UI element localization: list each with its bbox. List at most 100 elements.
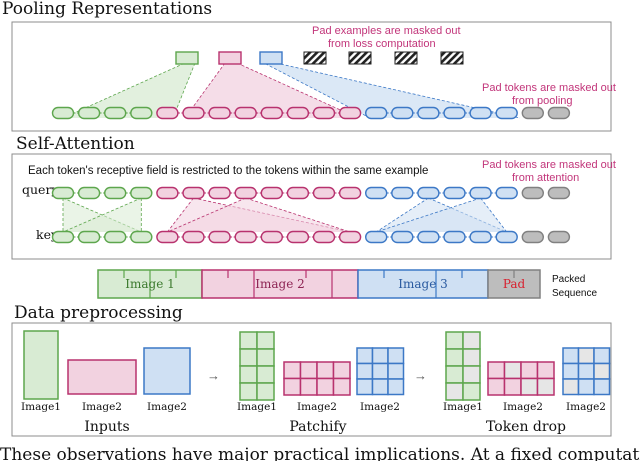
patch-cell — [299, 361, 318, 380]
label-tokendrop-image1: Image1 — [443, 401, 483, 413]
pool-token — [469, 106, 492, 120]
pool-token — [51, 106, 75, 120]
label-patchify-image2: Image2 — [297, 401, 337, 413]
key-token — [51, 230, 75, 244]
patch-cell — [487, 377, 506, 396]
patch-cell — [299, 377, 318, 396]
patch-cell — [256, 348, 275, 367]
note-pad-tokens-attention-line1: Pad tokens are masked out — [482, 159, 616, 171]
query-token — [77, 186, 101, 200]
packed-legend-line1: Packed — [552, 274, 585, 285]
patch-cell — [593, 378, 611, 396]
pool-token — [77, 106, 101, 120]
patch-cell — [536, 361, 555, 380]
pool-token — [521, 106, 544, 120]
pool-token — [417, 106, 440, 120]
pool-token — [130, 106, 153, 120]
label-inputs-image3: Image2 — [147, 401, 187, 413]
patch-cell — [445, 331, 464, 350]
patch-cell — [520, 377, 539, 396]
query-token — [469, 186, 492, 200]
patch-cell — [445, 348, 464, 367]
query-token — [286, 186, 310, 200]
patch-cell — [577, 347, 595, 365]
packed-label-image3: Image 3 — [398, 277, 448, 291]
patch-cell — [593, 362, 611, 380]
key-token-row — [51, 230, 571, 244]
note-pad-examples-line1: Pad examples are masked out — [312, 25, 461, 37]
pool-token — [547, 106, 571, 120]
arrow-2: → — [414, 368, 427, 383]
key-token — [417, 230, 440, 244]
patch-cell — [356, 378, 374, 396]
preprocessing-title: Data preprocessing — [14, 303, 183, 323]
pool-token — [443, 106, 466, 120]
patch-grids — [239, 331, 611, 401]
patch-cell — [445, 382, 464, 401]
packed-label-pad: Pad — [503, 277, 526, 291]
patch-cell — [371, 378, 389, 396]
pooled-token-image1 — [175, 51, 199, 65]
key-token — [443, 230, 466, 244]
label-tokendrop-image3: Image2 — [566, 401, 606, 413]
patch-cell — [462, 348, 481, 367]
input-image3 — [143, 347, 191, 395]
query-token — [51, 186, 75, 200]
query-token — [547, 186, 571, 200]
patch-cell — [356, 347, 374, 365]
packed-segment-image3 — [357, 269, 489, 299]
query-token — [208, 186, 231, 200]
key-token — [260, 230, 283, 244]
pool-token — [495, 106, 518, 120]
patch-cell — [445, 365, 464, 384]
query-token — [495, 186, 518, 200]
arrow-1: → — [207, 368, 220, 383]
label-inputs-image2: Image2 — [82, 401, 122, 413]
note-pad-tokens-attention-line2: from attention — [512, 172, 579, 184]
pool-token — [103, 106, 127, 120]
label-tokendrop-image2: Image2 — [503, 401, 543, 413]
key-token — [365, 230, 388, 244]
pooling-title: Pooling Representations — [2, 0, 212, 19]
attention-links — [62, 197, 508, 233]
label-inputs-image1: Image1 — [21, 401, 61, 413]
patch-cell — [283, 361, 302, 380]
pool-token — [208, 106, 231, 120]
pooling-panel — [11, 21, 612, 132]
patch-cell — [371, 347, 389, 365]
pooling-token-row — [51, 106, 571, 120]
key-token — [338, 230, 362, 244]
attention-caption: Each token's receptive field is restrict… — [28, 165, 428, 177]
key-token — [208, 230, 231, 244]
key-token — [312, 230, 336, 244]
pool-token — [338, 106, 362, 120]
query-token — [391, 186, 414, 200]
key-token — [521, 230, 544, 244]
patch-cell — [387, 347, 405, 365]
patch-cell — [239, 331, 258, 350]
patch-cell — [256, 331, 275, 350]
pool-token — [286, 106, 310, 120]
key-token — [547, 230, 571, 244]
pool-token — [391, 106, 414, 120]
query-token — [338, 186, 362, 200]
patch-cell — [332, 377, 351, 396]
patch-cell — [239, 382, 258, 401]
pool-token — [234, 106, 257, 120]
pooled-token-image3 — [259, 51, 283, 65]
query-token — [130, 186, 153, 200]
patch-cell — [387, 362, 405, 380]
label-patchify-image3: Image2 — [360, 401, 400, 413]
packed-legend-line2: Sequence — [552, 288, 597, 299]
note-pad-tokens-pooling-line1: Pad tokens are masked out — [482, 82, 616, 94]
pool-token — [365, 106, 388, 120]
stage-label-tokendrop: Token drop — [486, 419, 566, 435]
key-token — [182, 230, 205, 244]
patch-cell — [316, 361, 335, 380]
patch-cell — [256, 365, 275, 384]
patch-cell — [562, 378, 580, 396]
query-token — [521, 186, 544, 200]
packed-sequence — [97, 269, 541, 299]
pool-token — [156, 106, 179, 120]
query-token — [234, 186, 257, 200]
